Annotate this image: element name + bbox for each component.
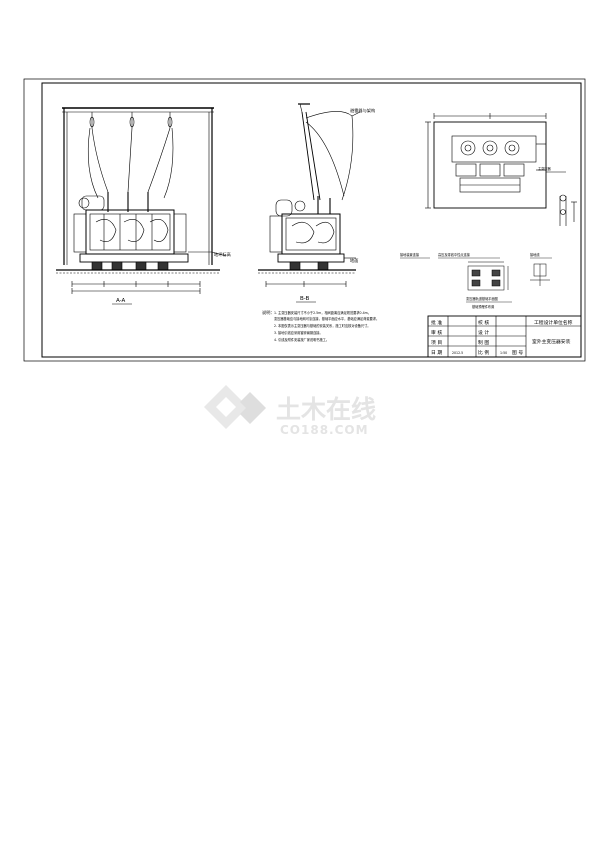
tb-row-mid: 校 核 — [478, 319, 489, 326]
outer-frame — [23, 78, 586, 362]
mid-ground-label: 地面 — [350, 257, 358, 264]
tb-row-mid: 比 例 — [478, 349, 489, 356]
note-line: 3. 接地引线应采用镀锌扁钢连接。 — [274, 330, 323, 335]
note-line: 4. 引线及附件安装按厂家说明书施工。 — [274, 337, 329, 342]
note-line: 1. 主变压器安装尺寸不小于2.5m，相间距离应满足规范要求0.4m。 — [274, 310, 371, 315]
section-bb-label: B-B — [300, 296, 310, 302]
notes-title: 说明： — [262, 309, 275, 316]
note-line: 变压器基础应与接地网可靠连接，基础平面应水平，基础应满足荷载要求。 — [274, 316, 379, 321]
title-block — [427, 315, 582, 358]
tb-row-left: 项 目 — [431, 340, 442, 346]
detail-title-2: 高压及零线中性点连接 — [438, 252, 471, 257]
tb-row-left: 审 核 — [431, 329, 442, 336]
plan-right-label: 主变压器 — [538, 166, 552, 171]
tb-row-mid: 制 图 — [478, 339, 489, 346]
title-block-drawing-title: 室外主变压器安装 — [532, 338, 571, 345]
tb-row-mid: 设 计 — [478, 329, 489, 336]
foundation-plan-detail — [467, 261, 509, 291]
section-aa-view — [56, 107, 227, 294]
tb-date-value: 2012.5 — [452, 351, 463, 355]
watermark: 土木在线 CO188.COM — [204, 385, 376, 437]
tb-row-right: 图 号 — [512, 350, 523, 356]
watermark-cn: 土木在线 — [276, 395, 376, 424]
tb-row-left: 批 准 — [431, 319, 442, 326]
ground-lead-detail — [530, 263, 550, 286]
notes-list: 1. 主变压器安装尺寸不小于2.5m，相间距离应满足规范要求0.4m。 变压器基… — [274, 310, 379, 342]
watermark-logo-icon — [204, 385, 266, 429]
note-line: 2. 本图仅表示主变压器与基础的安装关系，施工时应核对设备尺寸。 — [274, 323, 371, 328]
section-aa-label: A-A — [116, 298, 126, 304]
watermark-en: CO188.COM — [280, 423, 369, 437]
section-bb-view — [258, 103, 361, 287]
bottom-detail-sub: 基础预埋件布置 — [472, 304, 494, 309]
bottom-detail-title: 变压器轨道基础平面图 — [466, 296, 498, 301]
plan-view — [425, 113, 566, 209]
detail-title-3: 接地线 — [530, 252, 540, 257]
tb-scale-value: 1:50 — [500, 351, 507, 355]
inner-frame — [41, 82, 582, 358]
detail-title-1: 接地装置连接 — [400, 252, 420, 257]
side-detail-right — [559, 194, 577, 226]
title-block-company: 工程设计单位名称 — [534, 319, 573, 326]
tb-row-left: 日 期 — [431, 350, 442, 356]
left-ground-label: 地坪标高 — [214, 251, 231, 258]
top-callout-label: 避雷器与架构 — [350, 107, 375, 114]
